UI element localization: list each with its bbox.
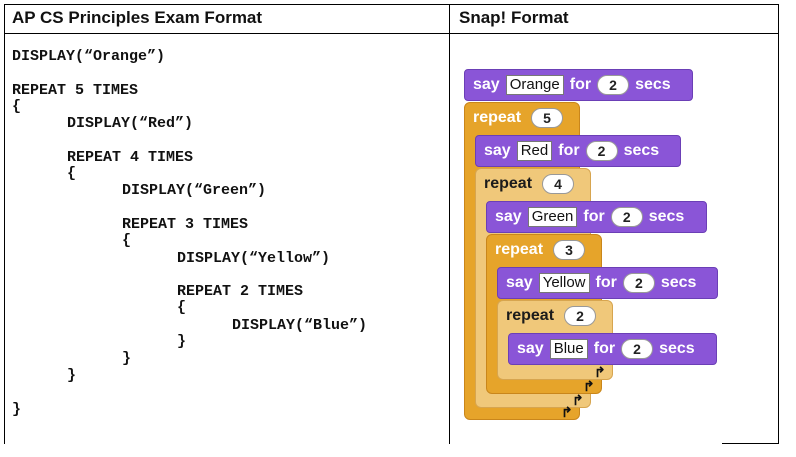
repeat-header: repeat 2 [498,301,604,331]
repeat-keyword: repeat [473,109,522,126]
for-keyword: for [595,274,617,291]
loop-arrow-icon: ↱ [561,404,573,420]
table-right-border [778,4,779,444]
code-line: REPEAT 4 TIMES [67,149,194,166]
say-text[interactable]: Red [516,141,553,161]
secs-keyword: secs [660,274,697,291]
code-line: REPEAT 2 TIMES [177,283,304,300]
say-keyword: say [517,340,544,357]
code-line: } [177,333,187,350]
say-text[interactable]: Green [527,207,578,227]
code-line: REPEAT 5 TIMES [12,82,139,99]
format-comparison-table [4,4,779,444]
repeat-header: repeat 4 [476,169,582,199]
code-line: DISPLAY(“Blue”) [232,317,368,334]
say-text[interactable]: Orange [505,75,564,95]
say-block-blue[interactable]: say Blue for 2 secs [508,333,717,365]
loop-arrow-icon: ↱ [583,378,595,394]
say-block-red[interactable]: say Red for 2 secs [475,135,681,167]
repeat-keyword: repeat [484,175,533,192]
for-keyword: for [583,208,605,225]
repeat-count-input[interactable]: 5 [531,108,564,128]
say-keyword: say [473,76,500,93]
right-column-header: Snap! Format [459,8,569,27]
loop-arrow-icon: ↱ [594,364,606,380]
code-line: DISPLAY(“Red”) [67,115,194,132]
say-keyword: say [506,274,533,291]
header-divider [4,33,779,34]
code-line: { [67,165,77,182]
secs-input[interactable]: 2 [585,141,618,161]
code-line: } [12,401,22,418]
say-block-orange[interactable]: say Orange for 2 secs [464,69,693,101]
table-bottom-border-fragment [722,443,779,444]
loop-arrow-icon: ↱ [572,392,584,408]
repeat-header: repeat 5 [465,103,571,133]
table-left-border [4,4,5,444]
code-line: { [122,232,132,249]
code-line: DISPLAY(“Orange”) [12,48,166,65]
secs-input[interactable]: 2 [621,339,654,359]
repeat-header: repeat 3 [487,235,593,265]
repeat-keyword: repeat [495,241,544,258]
code-line: } [67,367,77,384]
secs-keyword: secs [659,340,695,357]
repeat-count-input[interactable]: 2 [564,306,597,326]
code-line: } [122,350,132,367]
say-keyword: say [495,208,522,225]
say-block-yellow[interactable]: say Yellow for 2 secs [497,267,718,299]
code-line: DISPLAY(“Yellow”) [177,250,331,267]
column-divider [449,4,450,444]
say-keyword: say [484,142,511,159]
code-line: REPEAT 3 TIMES [122,216,249,233]
secs-keyword: secs [635,76,671,93]
for-keyword: for [558,142,580,159]
say-text[interactable]: Yellow [538,273,590,293]
repeat-count-input[interactable]: 4 [542,174,575,194]
code-line: { [12,98,22,115]
repeat-keyword: repeat [506,307,555,324]
for-keyword: for [593,340,616,357]
secs-input[interactable]: 2 [622,273,655,293]
say-text[interactable]: Blue [549,339,588,359]
table-top-border [4,4,779,5]
left-column-header: AP CS Principles Exam Format [12,8,263,27]
say-block-green[interactable]: say Green for 2 secs [486,201,707,233]
secs-keyword: secs [623,142,660,159]
secs-input[interactable]: 2 [610,207,643,227]
secs-keyword: secs [648,208,685,225]
code-line: { [177,299,187,316]
code-line: DISPLAY(“Green”) [122,182,267,199]
repeat-count-input[interactable]: 3 [553,240,586,260]
secs-input[interactable]: 2 [597,75,630,95]
for-keyword: for [569,76,592,93]
